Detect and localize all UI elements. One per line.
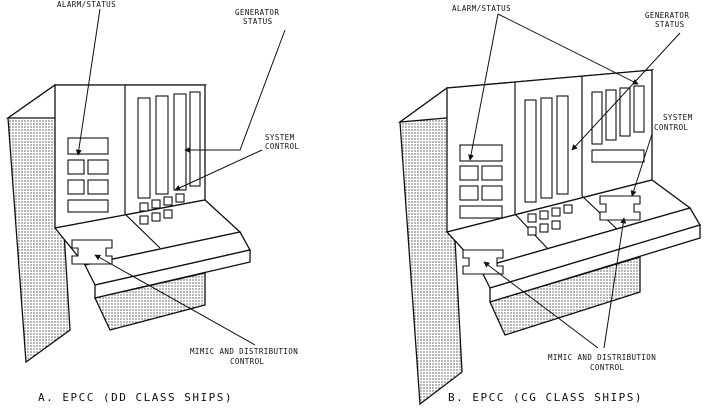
mimic-panel [462, 249, 504, 275]
label-mimic-a-2: CONTROL [230, 357, 264, 366]
arrow-generator-status-b [571, 32, 681, 151]
control-button [563, 204, 573, 214]
console-b-desk-front [489, 224, 701, 303]
label-mimic-b-1: MIMIC AND DISTRIBUTION [548, 353, 656, 362]
label-system-control-b-2: CONTROL [654, 123, 688, 132]
control-button [139, 215, 149, 225]
meter-window [556, 95, 569, 195]
control-button [163, 209, 173, 219]
label-system-control-a-1: SYSTEM [265, 133, 295, 142]
console-a-pedestal [94, 272, 206, 331]
alarm-window [459, 185, 479, 201]
alarm-window [459, 165, 479, 181]
meter-window [137, 97, 151, 199]
control-button [163, 196, 173, 206]
meter-window [540, 97, 553, 199]
arrow-mimic-b-2 [603, 217, 627, 349]
label-generator-status-a-1: GENERATOR [235, 8, 279, 17]
meter-window [155, 95, 169, 195]
label-system-control-b-1: SYSTEM [663, 113, 693, 122]
alarm-window [67, 199, 109, 213]
alarm-window [459, 144, 503, 162]
alarm-window [67, 137, 109, 155]
caption-b: B. EPCC (CG CLASS SHIPS) [448, 391, 643, 404]
label-generator-status-a-2: STATUS [243, 17, 273, 26]
label-system-control-a-2: CONTROL [265, 142, 299, 151]
control-button [151, 199, 161, 209]
control-button [527, 213, 537, 223]
control-button [551, 207, 561, 217]
control-button [551, 220, 561, 230]
label-mimic-b-2: CONTROL [590, 363, 624, 372]
label-alarm-status-b: ALARM/STATUS [452, 4, 511, 13]
arrow-mimic-b-1 [483, 261, 599, 349]
console-b-pedestal [489, 256, 641, 336]
caption-a: A. EPCC (DD CLASS SHIPS) [38, 391, 233, 404]
console-a-desk-front [94, 249, 251, 299]
alarm-window [67, 159, 85, 175]
label-generator-status-b-1: GENERATOR [645, 11, 689, 20]
alarm-window [87, 159, 109, 175]
meter-window [605, 89, 617, 141]
arrow-generator-status-a [184, 29, 286, 153]
meter-window [633, 85, 645, 133]
arrow-alarm-status-a [75, 8, 101, 156]
arrow-system-control-a [174, 149, 263, 191]
alarm-window [481, 185, 503, 201]
label-generator-status-b-2: STATUS [655, 20, 685, 29]
meter-window [189, 91, 201, 187]
control-button [539, 210, 549, 220]
control-button [139, 202, 149, 212]
meter-window [591, 91, 603, 145]
console-b [397, 69, 701, 406]
mimic-panel [71, 239, 113, 265]
arrow-alarm-status-b-1 [468, 13, 499, 161]
alarm-window [459, 205, 503, 219]
arrow-system-control-b [630, 133, 653, 197]
meter-window [619, 87, 631, 137]
console-a [5, 83, 251, 364]
control-button [151, 212, 161, 222]
control-button [539, 223, 549, 233]
control-button [175, 193, 185, 203]
control-button [527, 226, 537, 236]
meter-window [524, 99, 537, 203]
alarm-window [481, 165, 503, 181]
label-mimic-a-1: MIMIC AND DISTRIBUTION [190, 347, 298, 356]
arrow-alarm-status-b-2 [497, 13, 639, 85]
meter-window [173, 93, 187, 191]
alarm-window [87, 179, 109, 195]
alarm-window [67, 179, 85, 195]
alarm-window [591, 149, 645, 163]
arrow-mimic-a [94, 254, 256, 346]
label-alarm-status-a: ALARM/STATUS [57, 0, 116, 9]
mimic-panel [599, 195, 641, 221]
